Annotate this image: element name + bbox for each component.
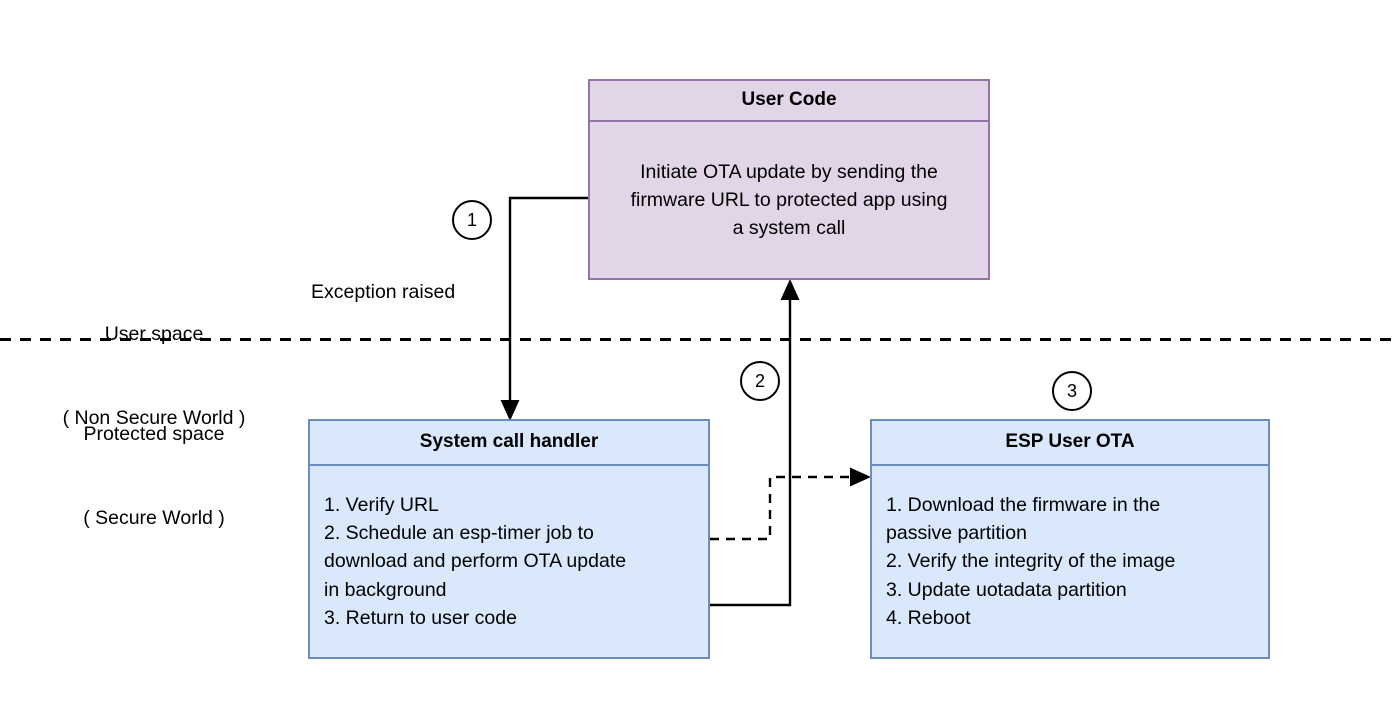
node-esp-user-ota-body-line: 3. Update uotadata partition bbox=[886, 578, 1127, 601]
step-badge-1: 1 bbox=[452, 200, 492, 240]
node-system-call-handler-body-line: 1. Verify URL bbox=[324, 494, 439, 517]
zone-label-protected-space-line1: Protected space bbox=[83, 422, 225, 445]
node-system-call-handler-title: System call handler bbox=[310, 421, 708, 466]
step-badge-2-label: 2 bbox=[754, 370, 765, 391]
step-badge-3: 3 bbox=[1052, 371, 1092, 411]
node-esp-user-ota-body: 1. Download the firmware in the passive … bbox=[872, 466, 1268, 657]
node-esp-user-ota-body-line: 2. Verify the integrity of the image bbox=[886, 550, 1176, 573]
node-system-call-handler-body-line: 2. Schedule an esp-timer job to bbox=[324, 522, 594, 545]
step-badge-2: 2 bbox=[740, 361, 780, 401]
node-user-code-body: Initiate OTA update by sending the firmw… bbox=[590, 122, 988, 278]
edge-usercode-to-syscall bbox=[508, 196, 588, 408]
node-esp-user-ota-body-line: 1. Download the firmware in the bbox=[886, 494, 1161, 517]
node-user-code-body-line: Initiate OTA update by sending the bbox=[640, 160, 938, 183]
zone-label-user-space-line2: ( Non Secure World ) bbox=[62, 407, 246, 430]
node-system-call-handler[interactable]: System call handler 1. Verify URL 2. Sch… bbox=[308, 419, 710, 659]
node-esp-user-ota-body-line: passive partition bbox=[886, 522, 1027, 545]
node-esp-user-ota-title: ESP User OTA bbox=[872, 421, 1268, 466]
edge-usercode-to-syscall-arrowhead bbox=[500, 400, 520, 421]
node-user-code-body-line: a system call bbox=[732, 217, 846, 240]
step-badge-1-label: 1 bbox=[466, 209, 477, 230]
edge-syscall-to-usercode-arrowhead bbox=[780, 279, 800, 300]
node-system-call-handler-body-line: in background bbox=[324, 578, 447, 601]
node-user-code-title: User Code bbox=[590, 81, 988, 122]
edge-label-exception-raised: Exception raised bbox=[311, 281, 456, 303]
node-user-code[interactable]: User Code Initiate OTA update by sending… bbox=[588, 79, 990, 280]
edge-syscall-to-espota-arrowhead bbox=[850, 467, 871, 487]
node-system-call-handler-body-line: 3. Return to user code bbox=[324, 606, 517, 629]
zone-label-user-space: User space ( Non Secure World ) bbox=[24, 263, 284, 489]
node-system-call-handler-body: 1. Verify URL 2. Schedule an esp-timer j… bbox=[310, 466, 708, 657]
node-user-code-body-line: firmware URL to protected app using bbox=[630, 188, 948, 211]
node-esp-user-ota-body-line: 4. Reboot bbox=[886, 606, 971, 629]
zone-label-user-space-line1: User space bbox=[104, 322, 204, 345]
node-system-call-handler-body-line: download and perform OTA update bbox=[324, 550, 627, 573]
zone-label-protected-space-line2: ( Secure World ) bbox=[83, 507, 225, 530]
edge-syscall-to-usercode bbox=[710, 293, 792, 607]
edge-syscall-to-espota-dashed bbox=[710, 475, 857, 541]
zone-label-protected-space: Protected space ( Secure World ) bbox=[24, 363, 284, 589]
node-esp-user-ota[interactable]: ESP User OTA 1. Download the firmware in… bbox=[870, 419, 1270, 659]
step-badge-3-label: 3 bbox=[1066, 380, 1077, 401]
